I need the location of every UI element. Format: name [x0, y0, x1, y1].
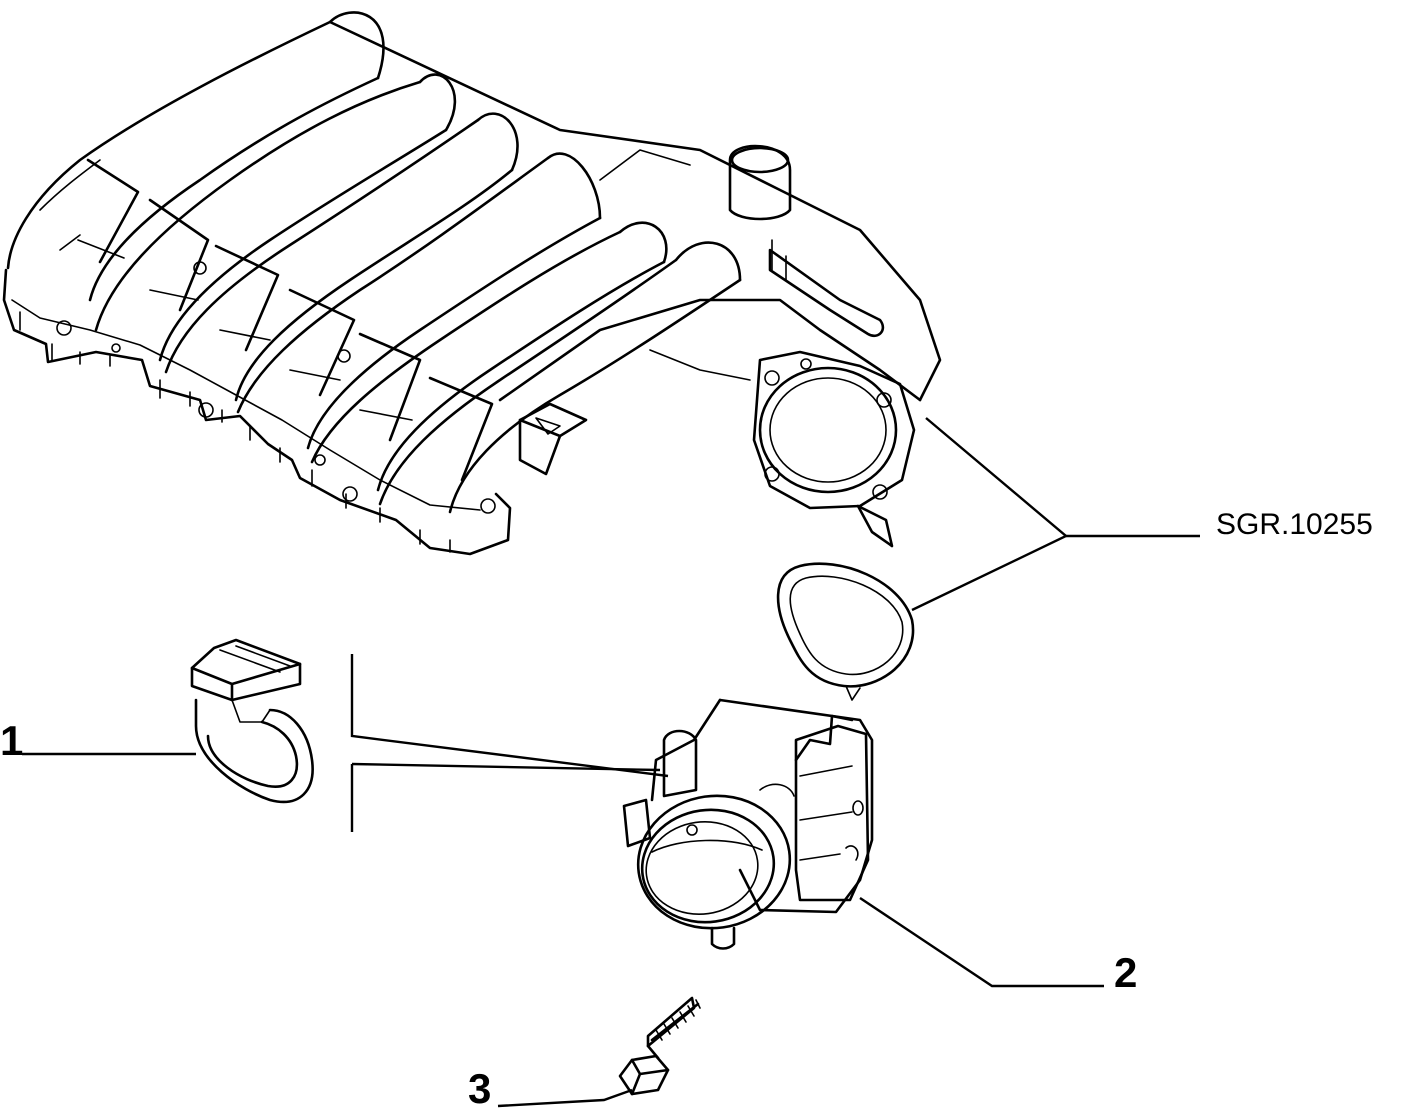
callout-3: 3 — [468, 1065, 492, 1112]
throttle-body — [622, 698, 874, 950]
intake-manifold — [2, 11, 942, 556]
leader-lines — [22, 417, 1200, 1108]
hose-clamp — [190, 638, 314, 804]
callout-2: 2 — [1114, 949, 1138, 996]
gasket-ring — [776, 562, 915, 701]
subgroup-reference: SGR.10255 — [1216, 508, 1373, 541]
flange-bolt — [618, 996, 701, 1096]
callout-1: 1 — [0, 717, 24, 764]
